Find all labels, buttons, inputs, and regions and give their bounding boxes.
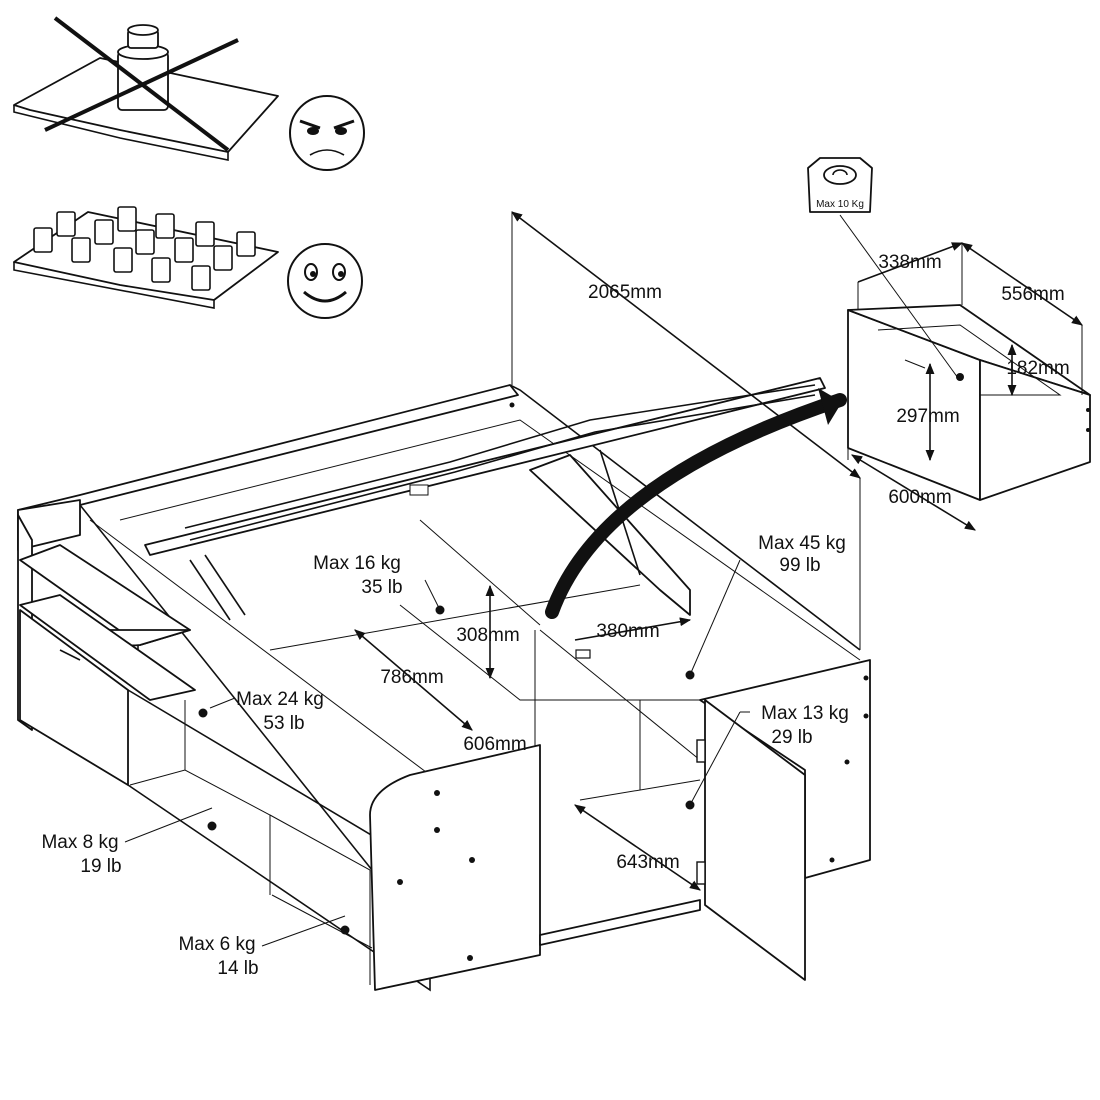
happy-face-icon — [287, 243, 363, 319]
cabinet-depth-label: 643mm — [616, 852, 679, 873]
storage-width-label: 606mm — [463, 734, 526, 755]
lower-shelf-load-lb: 14 lb — [217, 958, 258, 979]
drawer-width-label: 556mm — [1001, 284, 1064, 305]
inner-right-load-lb: 99 lb — [779, 555, 820, 576]
drawer-weight-label: Max 10 Kg — [816, 199, 864, 210]
concentrated-load-illustration — [13, 16, 279, 161]
drawer-height-label: 297mm — [896, 406, 959, 427]
bed-length-label: 2065mm — [588, 282, 662, 303]
cabinet-load-lb: 29 lb — [771, 727, 812, 748]
storage-length-label: 786mm — [380, 667, 443, 688]
drawer-length-label: 600mm — [888, 487, 951, 508]
compartment-depth-label: 380mm — [596, 621, 659, 642]
load-points — [198, 402, 869, 961]
upper-shelf-load-kg: Max 8 kg — [41, 832, 118, 853]
lower-shelf-load-kg: Max 6 kg — [178, 934, 255, 955]
top-shelf-load-kg: Max 24 kg — [236, 689, 324, 710]
drawer-illustration — [839, 214, 1091, 531]
inner-left-load-kg: Max 16 kg — [313, 553, 401, 574]
distributed-load-illustration — [13, 206, 279, 309]
drawer-inner-height-label: 182mm — [1006, 358, 1069, 379]
inner-right-load-kg: Max 45 kg — [758, 533, 846, 554]
prohibited-cross-icon — [44, 16, 239, 152]
weight-icon — [117, 24, 169, 111]
upper-shelf-load-lb: 19 lb — [80, 856, 121, 877]
dimension-lines — [124, 211, 861, 947]
compartment-height-label: 308mm — [456, 625, 519, 646]
bed-frame — [17, 384, 871, 992]
weights-group-icon — [33, 206, 256, 291]
cabinet-load-kg: Max 13 kg — [761, 703, 849, 724]
inner-left-load-lb: 35 lb — [361, 577, 402, 598]
sad-face-icon — [289, 95, 365, 171]
drawer-weight-icon: Max 10 Kg — [807, 157, 873, 213]
drawer-depth-label: 338mm — [878, 252, 941, 273]
top-shelf-load-lb: 53 lb — [263, 713, 304, 734]
